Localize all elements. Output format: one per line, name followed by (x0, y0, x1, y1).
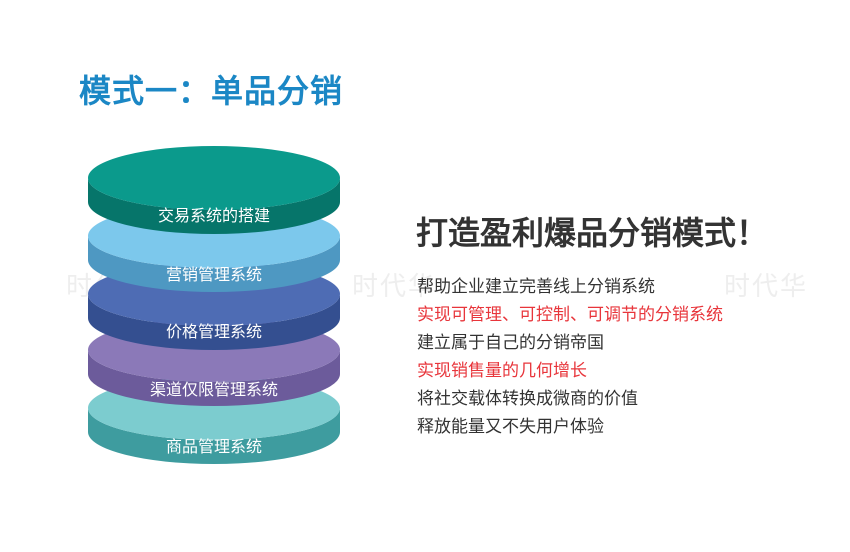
layer-label: 商品管理系统 (166, 437, 262, 456)
watermark-text: 时代华 (352, 272, 437, 302)
list-item: 建立属于自己的分销帝国 (417, 333, 604, 353)
layer-disc: 交易系统的搭建 (88, 146, 340, 234)
layer-side (88, 408, 340, 464)
layer-label: 交易系统的搭建 (158, 206, 270, 225)
main-heading: 打造盈利爆品分销模式！ (416, 214, 769, 252)
list-item: 将社交载体转换成微商的价值 (417, 389, 638, 409)
layer-top (88, 146, 340, 210)
layer-label: 价格管理系统 (166, 322, 262, 341)
page-title: 模式一：单品分销 (79, 72, 344, 110)
layer-label: 营销管理系统 (166, 265, 262, 284)
list-item: 释放能量又不失用户体验 (417, 417, 604, 437)
watermark-text: 时代华 (724, 272, 809, 302)
layer-side (88, 350, 340, 406)
list-item: 帮助企业建立完善线上分销系统 (417, 277, 655, 297)
layer-side (88, 178, 340, 234)
list-item: 实现销售量的几何增长 (417, 361, 587, 381)
feature-list: 帮助企业建立完善线上分销系统 实现可管理、可控制、可调节的分销系统 建立属于自己… (417, 273, 723, 441)
list-item: 实现可管理、可控制、可调节的分销系统 (417, 305, 723, 325)
layer-label: 渠道仅限管理系统 (150, 380, 278, 399)
layer-side (88, 236, 340, 292)
layer-side (88, 294, 340, 350)
